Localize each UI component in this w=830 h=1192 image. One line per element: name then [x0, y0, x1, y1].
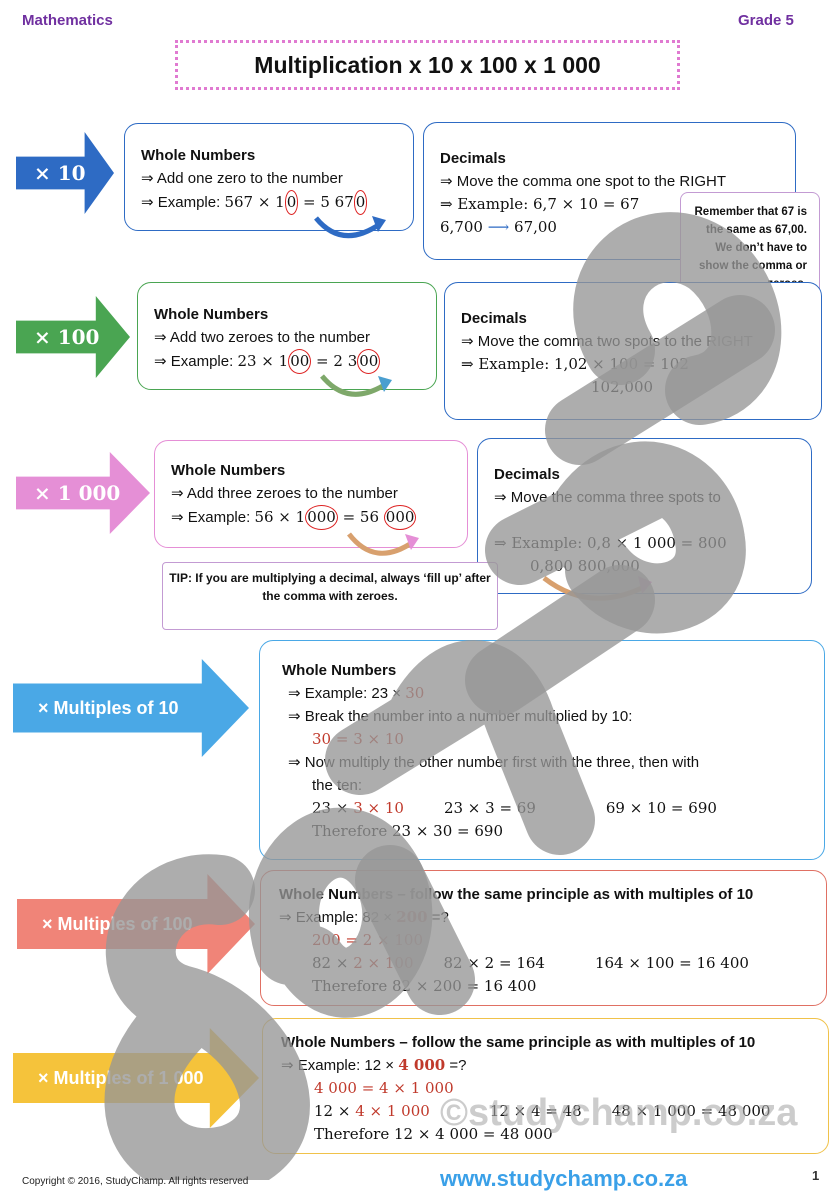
- x100-decimal-example: ⇒ Example: 1,02 × 100 = 102: [461, 355, 689, 373]
- m100-line-1: ⇒ Example: 82 × 200 =?: [279, 908, 449, 926]
- x1000-decimal-heading: Decimals: [494, 466, 560, 483]
- footer-website-link[interactable]: www.studychamp.co.za: [440, 1166, 688, 1191]
- m1000-line-4: Therefore 12 × 4 000 = 48 000: [314, 1125, 553, 1143]
- x10-decimal-rule: ⇒ Move the comma one spot to the RIGHT: [440, 173, 727, 190]
- m1000-box: Whole Numbers – follow the same principl…: [262, 1018, 829, 1154]
- x1000-whole-rule: ⇒ Add three zeroes to the number: [171, 485, 398, 502]
- subject-label: Mathematics: [22, 12, 113, 29]
- m10-box: Whole Numbers ⇒ Example: 23 × 30 ⇒ Break…: [259, 640, 825, 860]
- x1000-decimal-rule: ⇒ Move the comma three spots to: [494, 489, 721, 506]
- x10-whole-rule: ⇒ Add one zero to the number: [141, 170, 343, 187]
- arrow-x100: × 100: [16, 296, 130, 378]
- arrow-multiples-1000: × Multiples of 1 000: [13, 1028, 259, 1128]
- tip-note: TIP: If you are multiplying a decimal, a…: [162, 562, 498, 630]
- m10-heading: Whole Numbers: [282, 662, 397, 679]
- m1000-line-1: ⇒ Example: 12 × 4 000 =?: [281, 1056, 467, 1074]
- m10-line-4: ⇒ Now multiply the other number first wi…: [288, 754, 700, 771]
- x10-whole-heading: Whole Numbers: [141, 147, 256, 164]
- x100-decimal-example-2: 102,000: [591, 378, 654, 396]
- x1000-decimal-curve-arrow: [542, 576, 652, 601]
- m1000-heading: Whole Numbers – follow the same principl…: [281, 1034, 756, 1051]
- x10-decimal-example-2: 6,700 ⟶ 67,00: [440, 218, 557, 236]
- copyright-watermark: ©studychamp.co.za: [440, 1092, 798, 1134]
- arrow-x1000-label: × 1 000: [34, 481, 121, 505]
- m10-line-3: 30 = 3 × 10: [312, 730, 404, 748]
- m100-line-4: Therefore 82 × 200 = 16 400: [312, 977, 537, 995]
- m10-line-5: the ten:: [312, 777, 363, 794]
- x1000-whole-heading: Whole Numbers: [171, 462, 286, 479]
- x100-whole-heading: Whole Numbers: [154, 306, 269, 323]
- m100-heading: Whole Numbers – follow the same principl…: [279, 886, 754, 903]
- x10-curve-arrow: [314, 216, 386, 239]
- m100-box: Whole Numbers – follow the same principl…: [260, 870, 827, 1006]
- x100-decimal-rule: ⇒ Move the comma two spots to the RIGHT: [461, 333, 753, 350]
- x10-decimal-heading: Decimals: [440, 150, 506, 167]
- grade-label: Grade 5: [738, 12, 794, 29]
- m10-line-2: ⇒ Break the number into a number multipl…: [288, 708, 633, 725]
- x10-whole-box: Whole Numbers ⇒ Add one zero to the numb…: [124, 123, 414, 231]
- x100-whole-box: Whole Numbers ⇒ Add two zeroes to the nu…: [137, 282, 437, 390]
- x1000-whole-box: Whole Numbers ⇒ Add three zeroes to the …: [154, 440, 468, 548]
- x10-decimal-example: ⇒ Example: 6,7 × 10 = 67: [440, 195, 640, 213]
- m10-line-7: Therefore 23 × 30 = 690: [312, 822, 504, 840]
- page-title: Multiplication x 10 x 100 x 1 000: [175, 40, 680, 90]
- x100-decimal-box: Decimals ⇒ Move the comma two spots to t…: [444, 282, 822, 420]
- arrow-x10: × 10: [16, 132, 114, 214]
- arrow-multiples-10: × Multiples of 10: [13, 659, 249, 757]
- arrow-x10-label: × 10: [34, 161, 86, 185]
- arrow-m1000-label: × Multiples of 1 000: [38, 1067, 204, 1088]
- m10-line-1: ⇒ Example: 23 × 30: [288, 684, 425, 702]
- x1000-curve-arrow: [347, 532, 419, 556]
- copyright-notice: Copyright © 2016, StudyChamp. All rights…: [22, 1176, 249, 1187]
- page-number: 1: [812, 1168, 820, 1183]
- arrow-x1000: × 1 000: [16, 452, 150, 534]
- x100-whole-rule: ⇒ Add two zeroes to the number: [154, 329, 371, 346]
- arrow-m10-label: × Multiples of 10: [38, 697, 179, 718]
- arrow-x100-label: × 100: [34, 325, 100, 349]
- m100-line-2: 200 = 2 × 100: [312, 931, 424, 949]
- x100-curve-arrow: [320, 374, 392, 397]
- m1000-line-2: 4 000 = 4 × 1 000: [314, 1079, 454, 1097]
- arrow-multiples-100: × Multiples of 100: [17, 874, 255, 974]
- x100-decimal-heading: Decimals: [461, 310, 527, 327]
- arrow-m100-label: × Multiples of 100: [42, 913, 193, 934]
- x1000-decimal-example: ⇒ Example: 0,8 × 1 000 = 800: [494, 534, 727, 552]
